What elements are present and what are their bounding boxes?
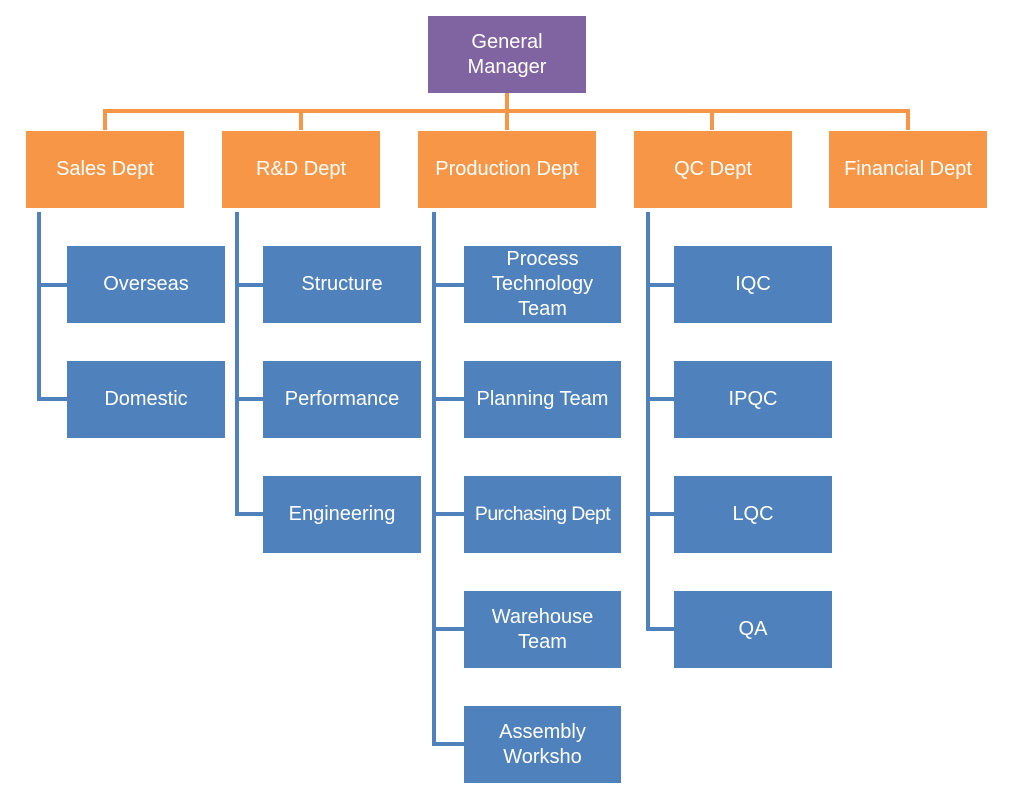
team-structure-box: Structure [263,246,421,323]
dept-production-box: Production Dept [418,131,596,208]
team-overseas-box: Overseas [67,246,225,323]
team-connectors [37,212,674,746]
dept-qc-box: QC Dept [634,131,792,208]
dept-rd-box: R&D Dept [222,131,380,208]
team-purchasing-box: Purchasing Dept [464,476,621,553]
production-dept-team-spine [432,212,464,746]
rd-dept-team-spine [235,212,263,516]
team-planning-box: Planning Team [464,361,621,438]
team-process-technology-box: Process Technology Team [464,246,621,323]
team-performance-box: Performance [263,361,421,438]
sales-dept-team-spine [37,212,67,401]
team-qa-box: QA [674,591,832,668]
general-manager-box: General Manager [428,16,586,93]
qc-dept-team-spine [646,212,674,631]
team-assembly-box: Assembly Worksho [464,706,621,783]
team-lqc-box: LQC [674,476,832,553]
team-ipqc-box: IPQC [674,361,832,438]
team-domestic-box: Domestic [67,361,225,438]
team-engineering-box: Engineering [263,476,421,553]
team-warehouse-box: Warehouse Team [464,591,621,668]
dept-sales-box: Sales Dept [26,131,184,208]
team-iqc-box: IQC [674,246,832,323]
dept-financial-box: Financial Dept [829,131,987,208]
manager-connectors [103,93,910,130]
